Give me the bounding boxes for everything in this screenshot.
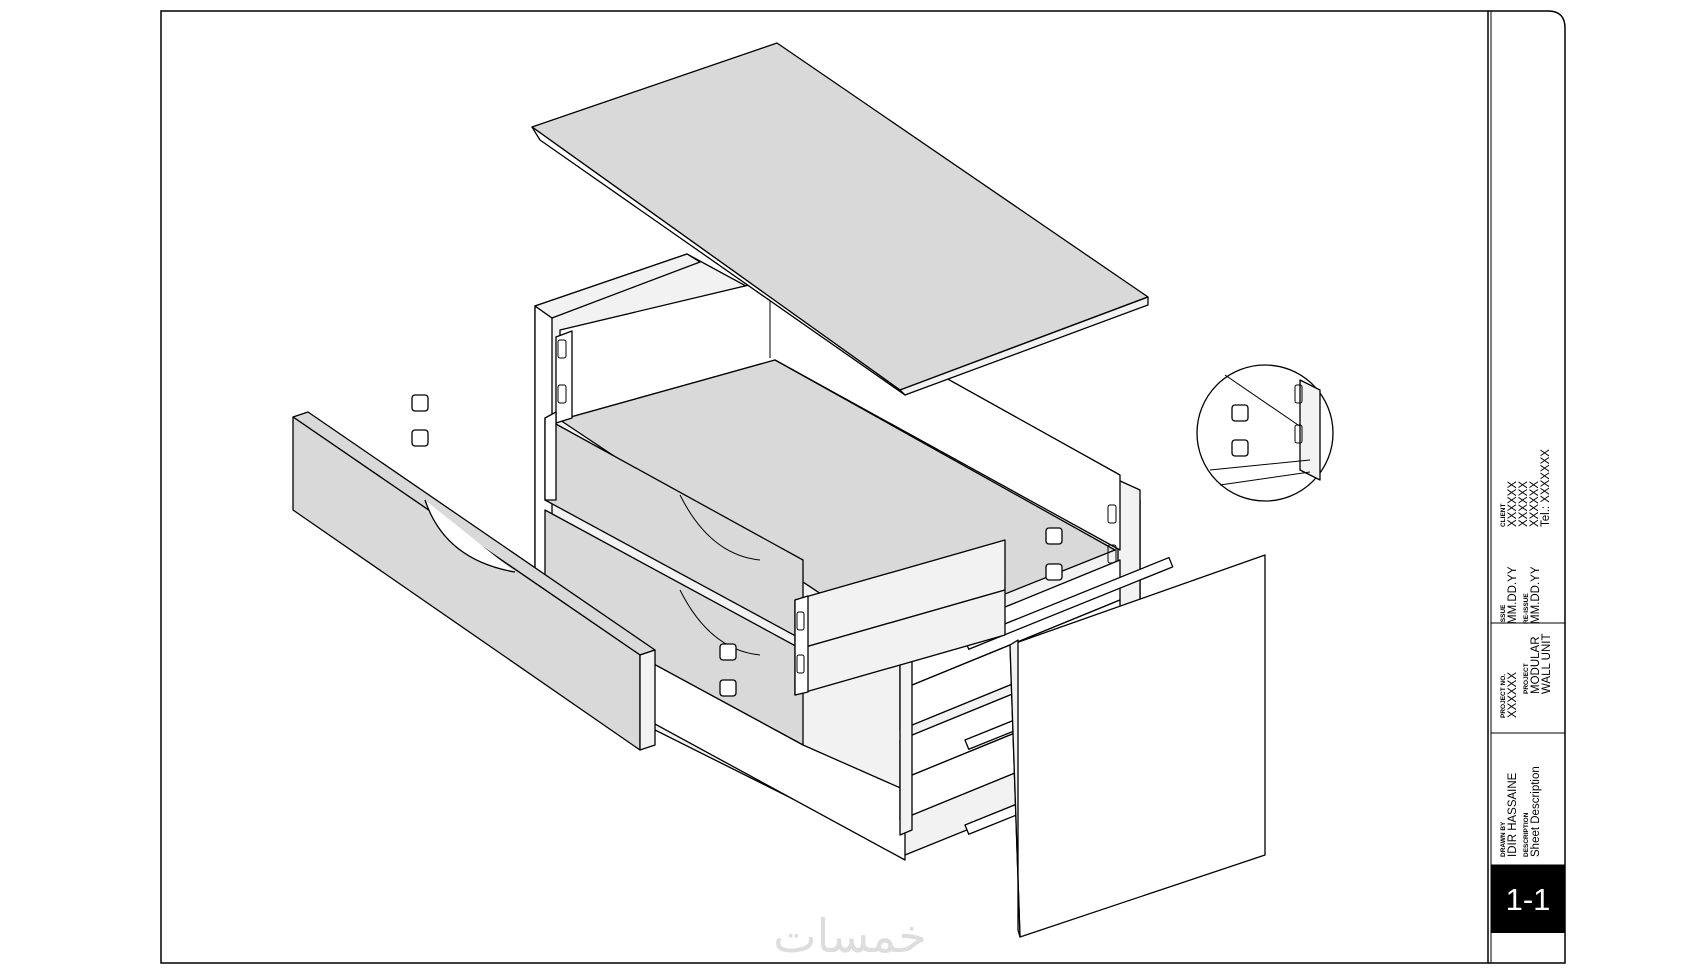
pulled-drawer-box xyxy=(794,539,1006,696)
title-block: CLIENT XXXXXX XXXXXX XXXXXX Tel.: XXXXXX… xyxy=(1500,449,1553,917)
drawn-by: IDIR HASSAINE xyxy=(1507,772,1519,857)
project-line-1: MODULAR xyxy=(1530,636,1542,694)
watermark: خمسات xyxy=(773,909,926,963)
project-line-2: WALL UNIT xyxy=(1541,634,1553,695)
description-label: DESCRIPTION xyxy=(1523,812,1530,857)
project-label: PROJECT xyxy=(1523,663,1530,694)
issue-label: ISSUE xyxy=(1500,604,1507,624)
client-tel: Tel.: XXXXXXX xyxy=(1540,449,1552,527)
reissue-date: MM.DD.YY xyxy=(1530,566,1542,624)
reissue-label: RE-ISSUE xyxy=(1523,593,1530,624)
client-line-2: XXXXXX xyxy=(1518,481,1530,527)
project-no: XXXXXX xyxy=(1507,672,1519,718)
sheet-description: Sheet Description xyxy=(1530,766,1542,857)
sheet-number: 1-1 xyxy=(1506,882,1551,917)
drawn-by-label: DRAWN BY xyxy=(1500,821,1507,857)
sheet-border xyxy=(160,10,1566,964)
top-panel xyxy=(531,42,1149,396)
client-label: CLIENT xyxy=(1500,504,1507,528)
issue-date: MM.DD.YY xyxy=(1507,566,1519,624)
drawer-front-exploded xyxy=(292,411,656,751)
client-line-1: XXXXXX xyxy=(1507,481,1519,527)
client-line-3: XXXXXX xyxy=(1529,481,1541,527)
title-block-grid xyxy=(1491,622,1565,933)
project-no-label: PROJECT NO. xyxy=(1500,674,1507,718)
connector-blocks xyxy=(411,394,1063,697)
detail-callout xyxy=(1196,364,1334,502)
side-panel-exploded xyxy=(1009,554,1266,938)
